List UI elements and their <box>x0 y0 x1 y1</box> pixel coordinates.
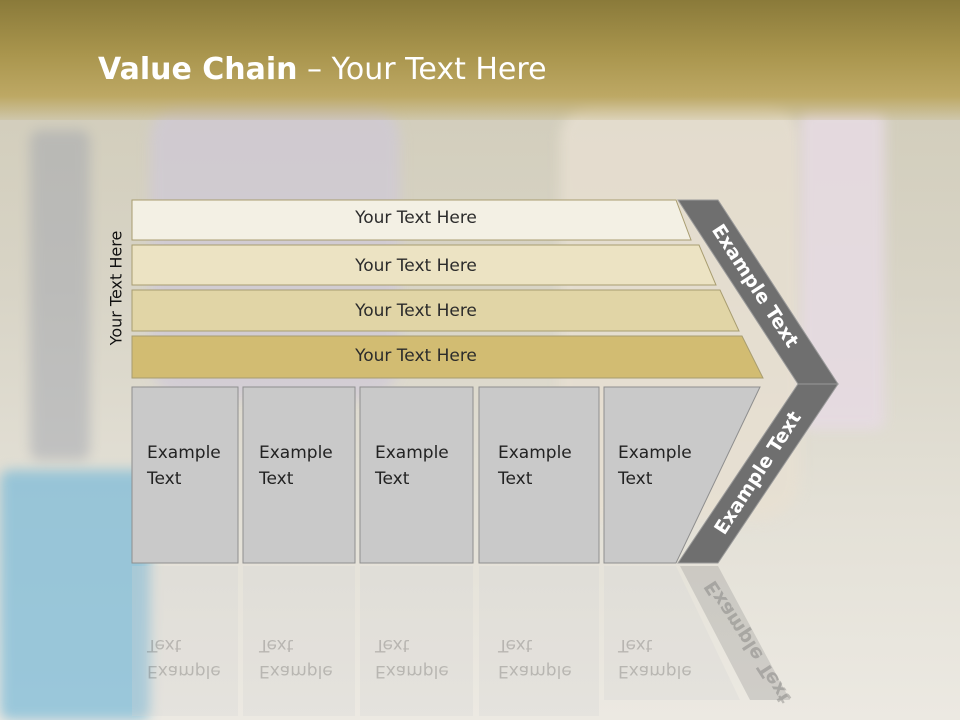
box-4 <box>478 386 600 564</box>
box-reflections <box>132 566 790 716</box>
bar-1-label: Your Text Here <box>355 208 477 228</box>
bar-4 <box>131 335 764 379</box>
box-3 <box>359 386 474 564</box>
bar-1 <box>131 199 692 241</box>
bar-2-label: Your Text Here <box>355 256 477 276</box>
box-1 <box>131 386 239 564</box>
background-bag-blue <box>0 470 150 720</box>
bar-3-label: Your Text Here <box>355 301 477 321</box>
header-band <box>0 0 960 120</box>
bar-2 <box>131 244 717 286</box>
background-dark-left <box>30 130 90 460</box>
bar-4-label: Your Text Here <box>355 346 477 366</box>
chevron-bottom <box>677 383 839 564</box>
box-5 <box>603 386 761 564</box>
slide-title: Value Chain – Your Text Here <box>98 52 547 87</box>
bar-3 <box>131 289 740 332</box>
box-2 <box>242 386 356 564</box>
